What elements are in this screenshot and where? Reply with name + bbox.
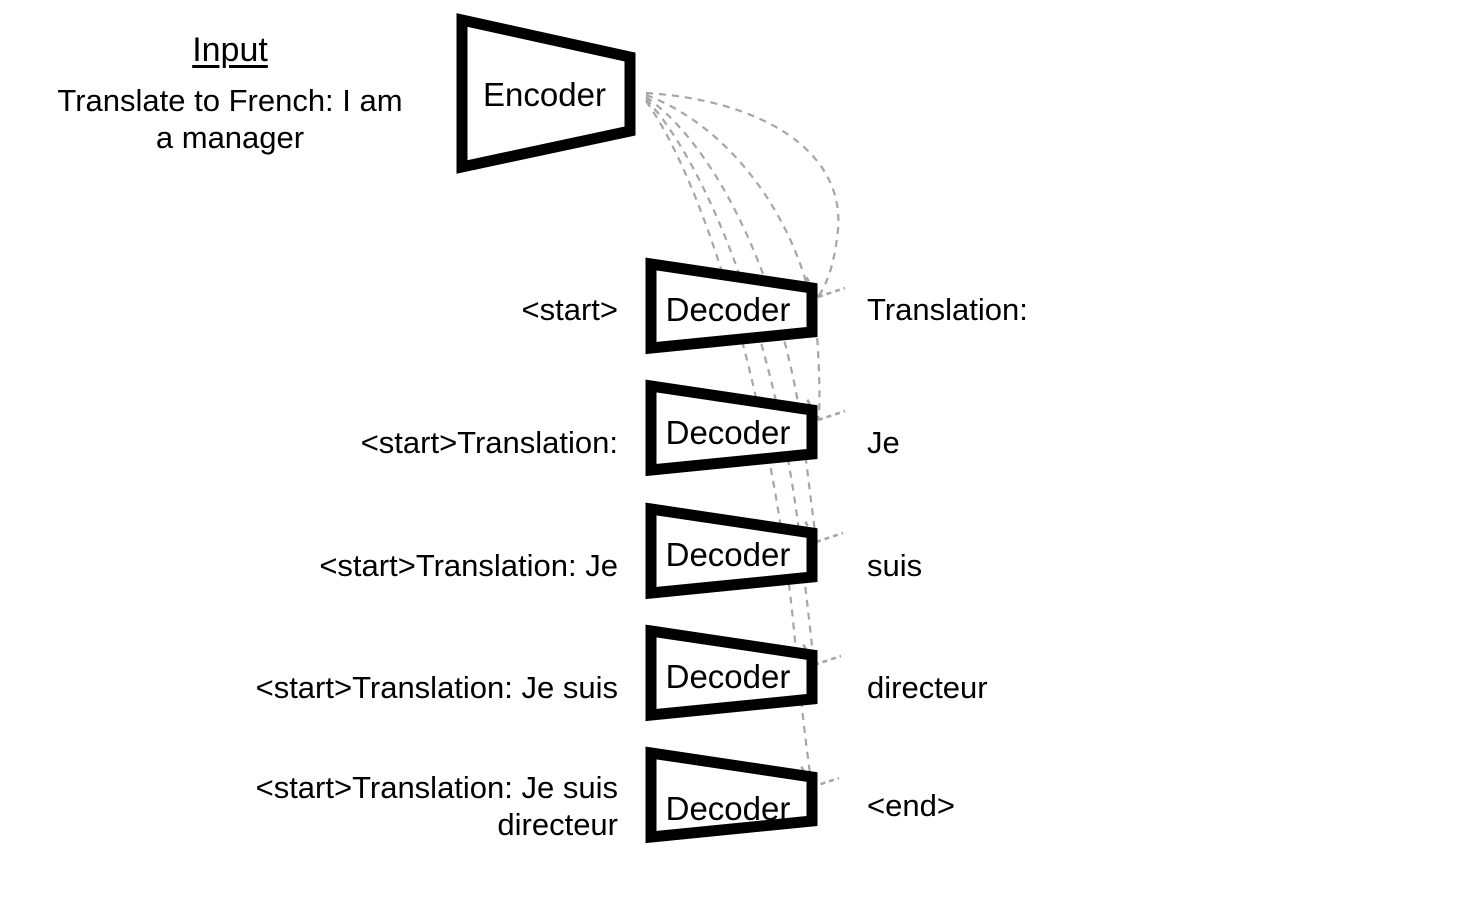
step-3-input-label: <start>Translation: Je bbox=[319, 548, 618, 583]
decoder-label-3: Decoder bbox=[665, 536, 791, 573]
decoder-label-5: Decoder bbox=[665, 790, 791, 827]
decoder-trapezoid-3[interactable] bbox=[645, 502, 818, 600]
input-text: Translate to French: I am a manager bbox=[57, 83, 403, 155]
step-2-output-label: Je bbox=[867, 425, 900, 460]
input-heading: Input bbox=[192, 31, 268, 69]
connector-curve-3 bbox=[645, 96, 818, 543]
step-3-output-label: suis bbox=[867, 548, 923, 583]
encoder-label: Encoder bbox=[483, 76, 606, 113]
step-1-output-label: Translation: bbox=[867, 292, 1028, 327]
step-1-input-label: <start> bbox=[521, 292, 619, 327]
step-5-input-label: <start>Translation: Je suis directeur bbox=[255, 770, 618, 842]
decoder-trapezoid-2[interactable] bbox=[645, 379, 818, 477]
step-2-input-label: <start>Translation: bbox=[360, 425, 618, 460]
connector-curve-2 bbox=[645, 93, 821, 421]
decoder-trapezoid-4[interactable] bbox=[645, 624, 818, 722]
decoder-trapezoid-1[interactable] bbox=[645, 257, 818, 355]
decoder-label-1: Decoder bbox=[665, 291, 791, 328]
decoder-label-4: Decoder bbox=[665, 658, 791, 695]
step-4-input-label: <start>Translation: Je suis bbox=[255, 670, 618, 705]
connector-curve-5 bbox=[645, 100, 814, 788]
step-4-output-label: directeur bbox=[867, 670, 988, 705]
step-5-output-label: <end> bbox=[867, 788, 955, 823]
decoder-label-2: Decoder bbox=[665, 414, 791, 451]
encoder-trapezoid[interactable] bbox=[456, 13, 636, 174]
decoder-trapezoid-5[interactable] bbox=[645, 746, 818, 844]
